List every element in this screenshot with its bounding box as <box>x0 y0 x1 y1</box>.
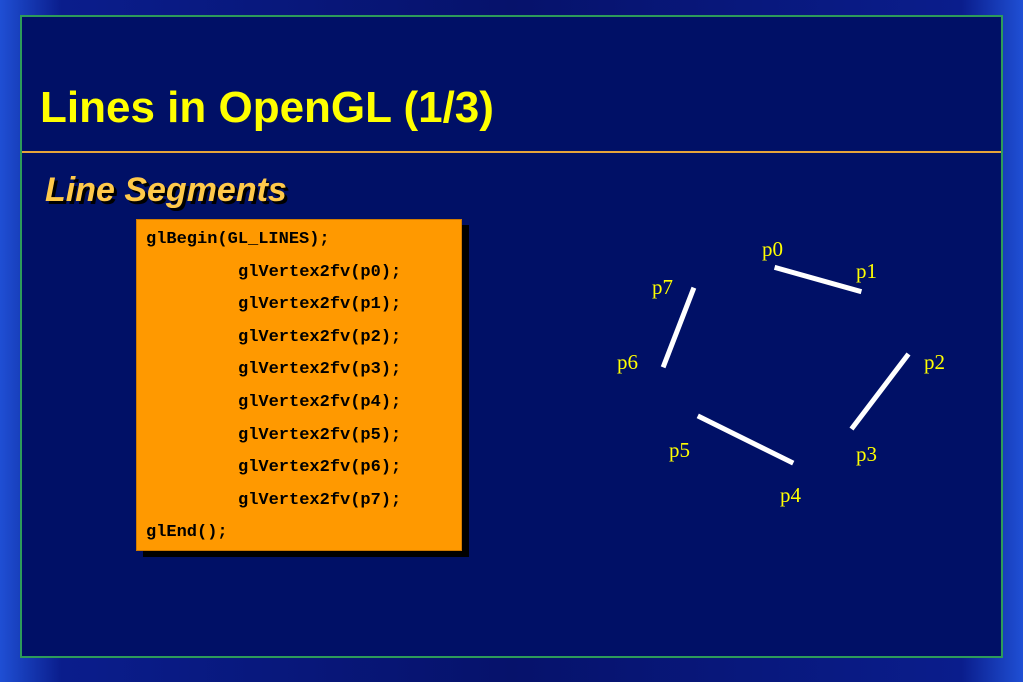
segment-p4-p5 <box>696 413 795 466</box>
title-divider <box>22 151 1001 153</box>
code-line-vertex-p1: glVertex2fv(p1); <box>238 295 402 315</box>
code-line-begin: glBegin(GL_LINES); <box>146 230 330 249</box>
code-line-vertex-p3: glVertex2fv(p3); <box>238 360 402 380</box>
section-heading: Line Segments <box>45 171 287 209</box>
label-p1: p1 <box>856 259 877 283</box>
label-p4: p4 <box>780 483 802 507</box>
code-line-vertex-p4: glVertex2fv(p4); <box>238 392 402 412</box>
code-box: glBegin(GL_LINES); glVertex2fv(p0); glVe… <box>136 219 462 551</box>
code-line-vertex-p7: glVertex2fv(p7); <box>238 490 402 510</box>
label-p6: p6 <box>617 350 638 374</box>
label-p0: p0 <box>762 237 783 261</box>
label-p7: p7 <box>652 275 673 299</box>
label-p5: p5 <box>669 438 690 462</box>
code-line-vertex-p0: glVertex2fv(p0); <box>238 262 402 282</box>
label-p2: p2 <box>924 350 945 374</box>
slide-title: Lines in OpenGL (1/3) <box>40 83 494 132</box>
segment-p6-p7 <box>660 286 697 369</box>
label-p3: p3 <box>856 442 877 466</box>
segment-p2-p3 <box>849 352 911 431</box>
code-line-end: glEnd(); <box>146 523 228 543</box>
segment-p0-p1 <box>773 264 863 295</box>
code-line-vertex-p2: glVertex2fv(p2); <box>238 327 402 347</box>
code-line-vertex-p6: glVertex2fv(p6); <box>238 458 402 478</box>
code-line-vertex-p5: glVertex2fv(p5); <box>238 425 402 445</box>
